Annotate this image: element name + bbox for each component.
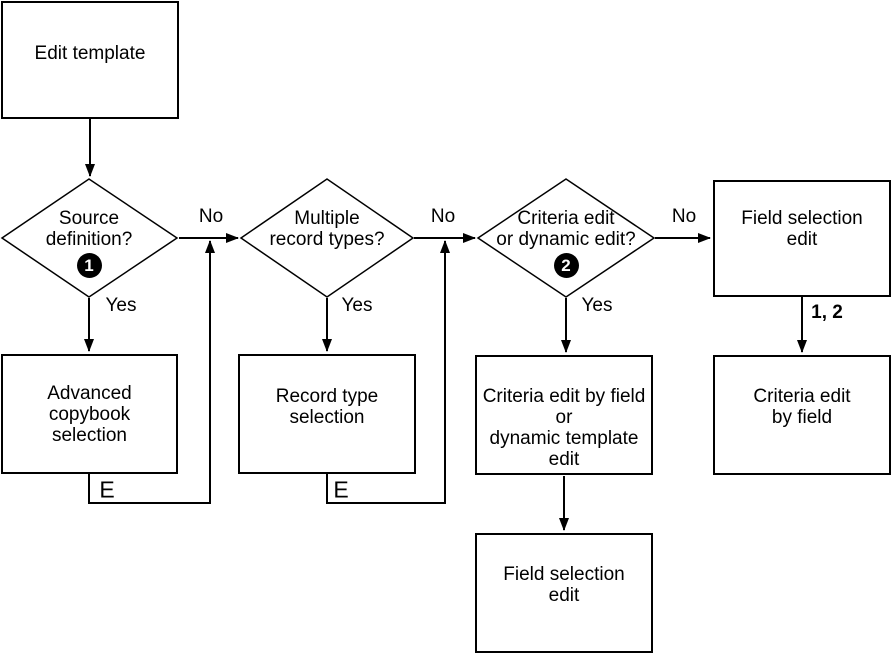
badge-1-icon: 1: [76, 253, 102, 278]
decision-content: Source definition? 1: [0, 178, 178, 298]
decision-content: Multiple record types?: [240, 178, 414, 298]
node-label: Criteria edit by field or dynamic templa…: [482, 386, 646, 470]
edge-label-no-multiple: No: [430, 206, 456, 227]
node-edit-template: Edit template: [1, 1, 179, 119]
node-label: Source definition?: [45, 208, 133, 250]
edge-label-no-criteria: No: [671, 206, 697, 227]
node-advanced-copybook-selection: Advanced copybook selection: [1, 354, 178, 474]
edge-label-no-source: No: [198, 206, 224, 227]
edge-label-exit-advanced-copybook: E: [99, 476, 115, 503]
node-label: Multiple record types?: [269, 208, 385, 250]
node-criteria-or-dynamic-edit: Criteria edit or dynamic edit? 2: [477, 178, 655, 298]
node-label: Criteria edit by field: [753, 386, 851, 428]
node-label: Edit template: [34, 42, 146, 64]
node-source-definition: Source definition? 1: [0, 178, 178, 298]
feedback-record-type: [326, 240, 450, 504]
node-field-selection-edit-bottom: Field selection edit: [475, 533, 653, 653]
edge-label-one-two: 1, 2: [811, 302, 843, 323]
node-label: Criteria edit or dynamic edit?: [496, 208, 636, 250]
node-record-type-selection: Record type selection: [238, 354, 416, 474]
edge-label-exit-record-type: E: [333, 476, 349, 503]
diamond-source-definition: [0, 178, 179, 298]
node-label: Field selection edit: [503, 564, 625, 606]
diamond-criteria-or-dynamic-edit: [476, 178, 656, 298]
edge-label-yes-criteria: Yes: [581, 295, 613, 316]
node-field-selection-edit-top: Field selection edit: [713, 180, 891, 297]
edge-label-yes-multiple: Yes: [341, 295, 373, 316]
node-label: Advanced copybook selection: [47, 382, 132, 446]
decision-content: Criteria edit or dynamic edit? 2: [477, 178, 655, 298]
node-label: Record type selection: [275, 386, 379, 428]
feedback-advanced-copybook: [88, 240, 215, 504]
node-label: Field selection edit: [741, 207, 863, 250]
edge-label-yes-source: Yes: [105, 295, 137, 316]
node-criteria-edit-by-field-or-dynamic-template-edit: Criteria edit by field or dynamic templa…: [475, 355, 653, 475]
node-multiple-record-types: Multiple record types?: [240, 178, 414, 298]
diamond-multiple-record-types: [239, 178, 415, 298]
badge-2-icon: 2: [553, 253, 579, 278]
node-criteria-edit-by-field: Criteria edit by field: [713, 355, 891, 475]
